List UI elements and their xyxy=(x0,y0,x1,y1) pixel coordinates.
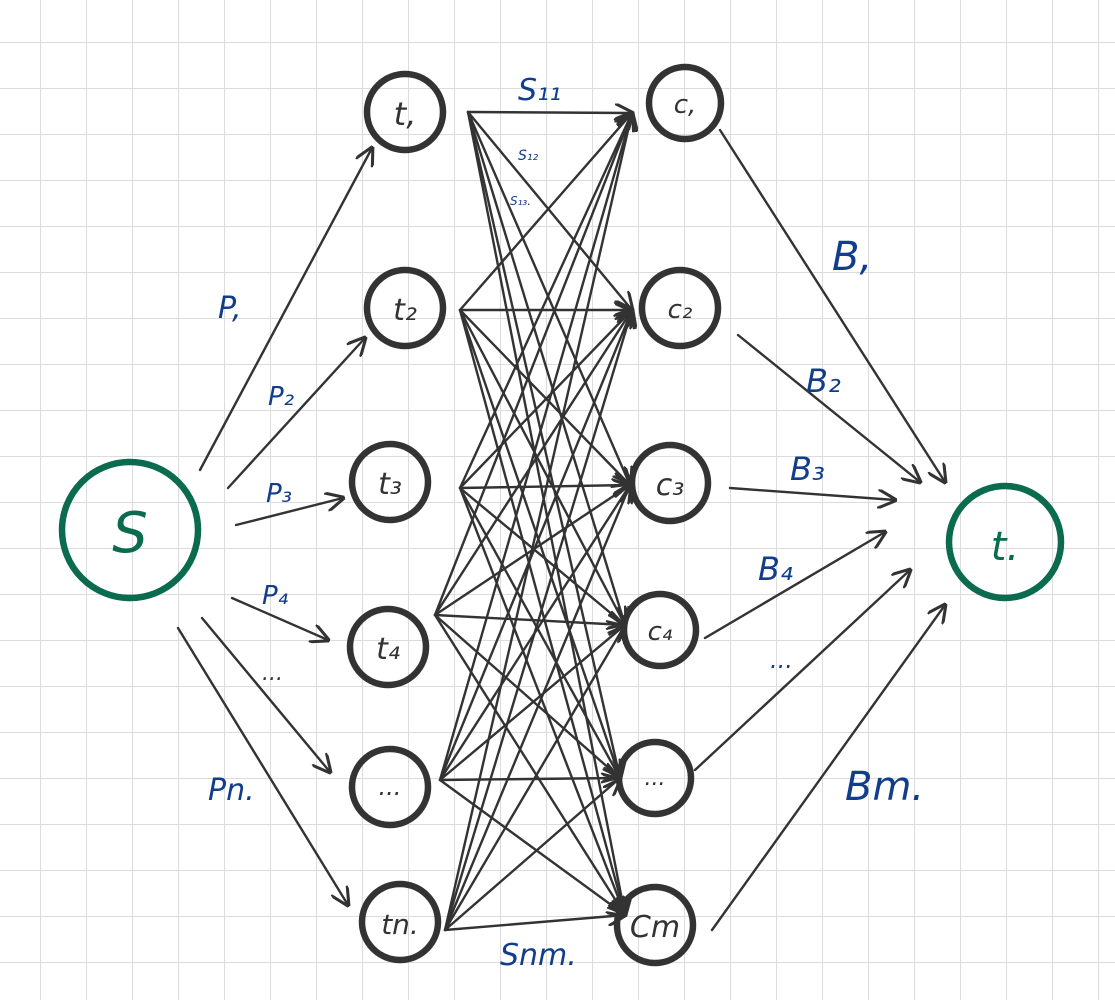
sink-node: t. xyxy=(945,482,1065,602)
edge-task-1-machine-4 xyxy=(466,110,625,625)
edge-task-6-machine-5 xyxy=(443,778,620,932)
edge-task-1-machine-1 xyxy=(466,112,632,113)
edge-task-6-machine-4 xyxy=(443,625,625,932)
task-node-n-label: tn. xyxy=(381,908,419,941)
task-node-3: t₃ xyxy=(348,440,432,524)
edge-task-4-machine-4 xyxy=(433,613,625,625)
edge-machine-1-sink xyxy=(718,128,945,482)
edge-machine-4-sink xyxy=(703,532,885,640)
middle-edge-label-s12: S₁₂ xyxy=(518,148,538,164)
edge-task-5-machine-4 xyxy=(438,625,625,782)
machine-node-1-label: c, xyxy=(674,90,697,120)
task-node-ellipsis: ... xyxy=(348,745,432,829)
sink-label: t. xyxy=(991,524,1019,570)
machine-node-m-label: Cm xyxy=(630,910,680,945)
edge-task-5-machine-6 xyxy=(438,778,625,915)
edge-task-2-machine-1 xyxy=(458,113,632,312)
edge-task-5-machine-5 xyxy=(438,778,620,780)
middle-edge-label-snm: Snm. xyxy=(500,938,577,973)
task-node-2-label: t₂ xyxy=(393,293,417,328)
machine-node-4-label: c₄ xyxy=(648,617,673,647)
machine-node-2-label: c₂ xyxy=(668,295,693,325)
source-edge-label-4: P₄ xyxy=(262,581,289,611)
edge-task-3-machine-1 xyxy=(458,113,632,490)
sink-edge-label-4: B₄ xyxy=(758,550,793,588)
sink-edge-label-1: B, xyxy=(832,234,872,280)
source-node: S xyxy=(58,458,202,602)
sink-edge-label-5: ... xyxy=(770,646,793,674)
edge-machine-5-sink xyxy=(693,570,910,772)
edge-task-2-machine-4 xyxy=(458,308,625,625)
sink-edge-label-3: B₃ xyxy=(790,450,825,488)
edge-task-6-machine-3 xyxy=(443,485,630,932)
source-edge-label-5: ... xyxy=(262,661,283,686)
edge-source-task-1 xyxy=(198,148,372,472)
task-node-4-label: t₄ xyxy=(376,632,400,667)
machine-node-4: c₄ xyxy=(620,590,700,670)
edge-source-task-5 xyxy=(200,616,330,772)
edge-task-1-machine-2 xyxy=(466,110,632,310)
edge-task-3-machine-3 xyxy=(458,485,630,488)
edge-task-1-machine-3 xyxy=(466,110,630,485)
machine-node-3: c₃ xyxy=(628,441,712,525)
edge-task-3-machine-2 xyxy=(458,310,632,490)
edge-machine-6-sink xyxy=(710,605,945,932)
edge-task-5-machine-2 xyxy=(438,310,632,782)
middle-edge-label-s13: S₁₃. xyxy=(510,194,531,208)
edge-task-5-machine-1 xyxy=(438,113,632,782)
source-and-sink-edges xyxy=(176,128,945,932)
machine-node-3-label: c₃ xyxy=(656,468,685,503)
task-to-machine-edges xyxy=(433,110,632,932)
machine-node-ellipsis-label: ... xyxy=(645,766,666,791)
source-edge-label-1: P, xyxy=(218,291,242,326)
task-node-n: tn. xyxy=(358,880,442,964)
task-node-4: t₄ xyxy=(346,605,430,689)
task-node-2: t₂ xyxy=(363,266,447,350)
edge-machine-2-sink xyxy=(736,333,920,482)
machine-node-2: c₂ xyxy=(638,266,722,350)
edge-task-4-machine-6 xyxy=(433,613,625,915)
edge-task-3-machine-4 xyxy=(458,486,625,625)
edge-task-4-machine-1 xyxy=(433,113,632,617)
edge-task-6-machine-2 xyxy=(443,310,632,932)
edge-task-2-machine-6 xyxy=(458,308,625,915)
sink-edge-label-m: Bm. xyxy=(845,764,924,810)
source-edge-label-3: P₃ xyxy=(266,479,292,509)
edge-task-6-machine-1 xyxy=(443,113,632,932)
source-edge-label-n: Pn. xyxy=(208,773,255,808)
task-node-1-label: t, xyxy=(394,95,417,133)
edge-task-4-machine-2 xyxy=(433,310,632,617)
edge-source-task-6 xyxy=(176,626,348,905)
task-node-3-label: t₃ xyxy=(378,467,402,502)
task-node-1: t, xyxy=(363,70,447,154)
middle-edge-label-s11: S₁₁ xyxy=(518,73,561,108)
machine-node-ellipsis: ... xyxy=(615,738,695,818)
task-node-ellipsis-label: ... xyxy=(379,773,402,801)
edge-task-3-machine-6 xyxy=(458,486,625,915)
source-label: S xyxy=(112,501,148,566)
edge-source-task-2 xyxy=(226,338,365,490)
edge-task-4-machine-5 xyxy=(433,613,620,778)
sink-edge-label-2: B₂ xyxy=(806,362,841,400)
machine-node-m: Cm xyxy=(613,883,697,967)
source-edge-label-2: P₂ xyxy=(268,382,294,412)
edge-task-2-machine-3 xyxy=(458,308,630,485)
edge-machine-3-sink xyxy=(728,486,895,500)
edge-source-task-3 xyxy=(234,498,343,527)
edge-task-1-machine-6 xyxy=(466,110,625,915)
edge-source-task-4 xyxy=(230,596,328,640)
edge-task-6-machine-6 xyxy=(443,915,625,932)
machine-node-1: c, xyxy=(645,63,725,143)
